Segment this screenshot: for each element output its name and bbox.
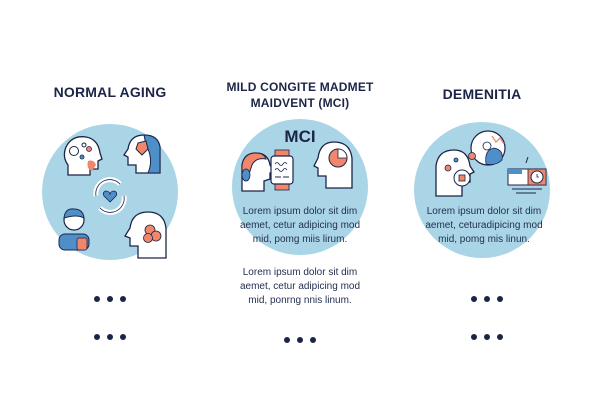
heart-cycle-icon	[93, 177, 127, 215]
more-dots-mci	[284, 337, 316, 343]
more-dots-dementia-1	[471, 296, 503, 302]
head-profile-icon	[241, 152, 275, 192]
mci-title-line2: MAIDVENT (MCI)	[250, 96, 350, 110]
clock-calendar-icon	[507, 156, 547, 194]
dementia-circle-text: Lorem ipsum dolor sit dim aemet, ceturad…	[425, 206, 543, 245]
mci-circle-text: Lorem ipsum dolor sit dim aemet, cetur a…	[239, 206, 361, 245]
thinking-head-icon	[63, 136, 103, 176]
more-dots-normal-2	[94, 334, 126, 340]
confused-head-icon	[435, 149, 475, 197]
head-with-pie-chart-icon	[313, 141, 353, 189]
more-dots-dementia-2	[471, 334, 503, 340]
head-with-brain-icon	[124, 211, 167, 259]
normal-aging-title: NORMAL AGING	[53, 84, 167, 100]
mci-title-line1: MILD CONGITE MADMET	[226, 80, 374, 94]
head-with-brain-badge-icon	[123, 134, 161, 174]
mci-circle-label: MCI	[284, 127, 316, 146]
smartwatch-icon	[270, 149, 294, 191]
person-chart-icon	[468, 130, 506, 166]
mci-below-text: Lorem ipsum dolor sit dim aemet, cetur a…	[239, 267, 361, 306]
dementia-title: DEMENITIA	[442, 86, 522, 102]
child-icon	[58, 208, 90, 251]
more-dots-normal-1	[94, 296, 126, 302]
